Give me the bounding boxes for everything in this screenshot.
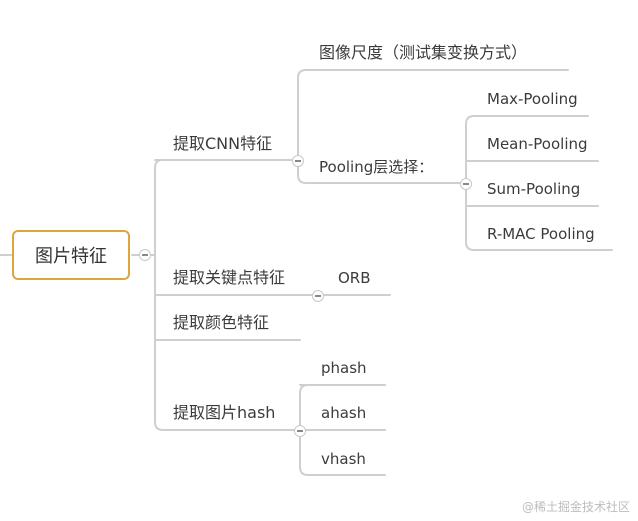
hash-collapse-toggle[interactable]: [294, 425, 306, 437]
root-collapse-toggle[interactable]: [139, 249, 151, 261]
root-label: 图片特征: [35, 246, 107, 267]
keypoint-child-orb[interactable]: ORB: [338, 269, 371, 287]
branch-hash-label[interactable]: 提取图片hash: [173, 403, 276, 422]
keypoint-collapse-toggle[interactable]: [312, 290, 324, 302]
root-node[interactable]: 图片特征: [12, 230, 130, 280]
branch-keypoint-label[interactable]: 提取关键点特征: [173, 268, 286, 287]
pooling-item-mean[interactable]: Mean-Pooling: [487, 135, 588, 153]
watermark: @稀土掘金技术社区: [521, 500, 630, 514]
cnn-subtrunk: [297, 69, 307, 184]
pooling-item-sum[interactable]: Sum-Pooling: [487, 180, 581, 198]
hash-item-phash[interactable]: phash: [321, 359, 367, 377]
pooling-item-rmac[interactable]: R-MAC Pooling: [487, 225, 595, 243]
branch-color-label[interactable]: 提取颜色特征: [173, 313, 270, 332]
cnn-pooling-label[interactable]: Pooling层选择：: [319, 158, 434, 176]
hash-item-ahash[interactable]: ahash: [321, 404, 367, 422]
hash-item-vhash[interactable]: vhash: [321, 450, 366, 468]
pooling-item-max[interactable]: Max-Pooling: [487, 90, 578, 108]
branch-cnn-label[interactable]: 提取CNN特征: [173, 134, 273, 153]
cnn-scale-label[interactable]: 图像尺度（测试集变换方式）: [319, 43, 528, 62]
pooling-collapse-toggle[interactable]: [460, 178, 472, 190]
cnn-collapse-toggle[interactable]: [292, 155, 304, 167]
